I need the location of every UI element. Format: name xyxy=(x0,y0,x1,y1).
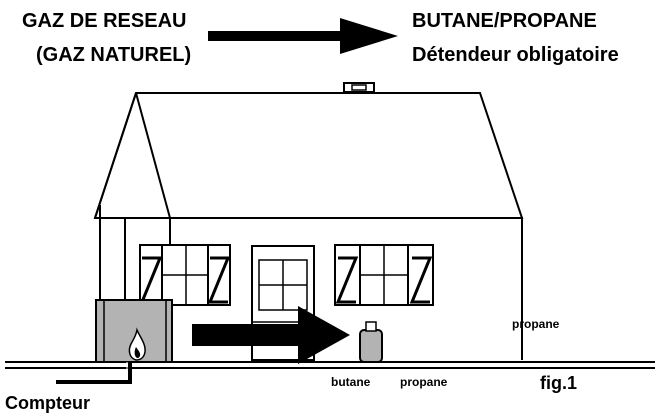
house-front-wall xyxy=(124,217,523,360)
meter-label: Compteur xyxy=(5,393,90,413)
chimney xyxy=(343,82,375,93)
figure-label: fig.1 xyxy=(540,373,578,393)
target-gas-label: BUTANE/PROPANE xyxy=(412,10,597,32)
butane-label: butane xyxy=(331,375,371,389)
gas-cylinder-icon xyxy=(359,321,383,363)
source-gas-sublabel: (GAZ NATUREL) xyxy=(36,44,192,66)
right-window xyxy=(334,244,434,306)
left-window xyxy=(139,244,231,306)
target-gas-sublabel: Détendeur obligatoire xyxy=(412,44,619,66)
source-gas-label: GAZ DE RESEAU xyxy=(22,10,187,32)
flame-icon xyxy=(128,327,146,361)
propane-label-bottom: propane xyxy=(400,375,448,389)
roof xyxy=(93,92,524,219)
propane-label-right: propane xyxy=(512,317,560,331)
gas-pipe xyxy=(56,362,132,384)
supply-arrow xyxy=(192,306,350,364)
conversion-arrow xyxy=(208,18,398,54)
